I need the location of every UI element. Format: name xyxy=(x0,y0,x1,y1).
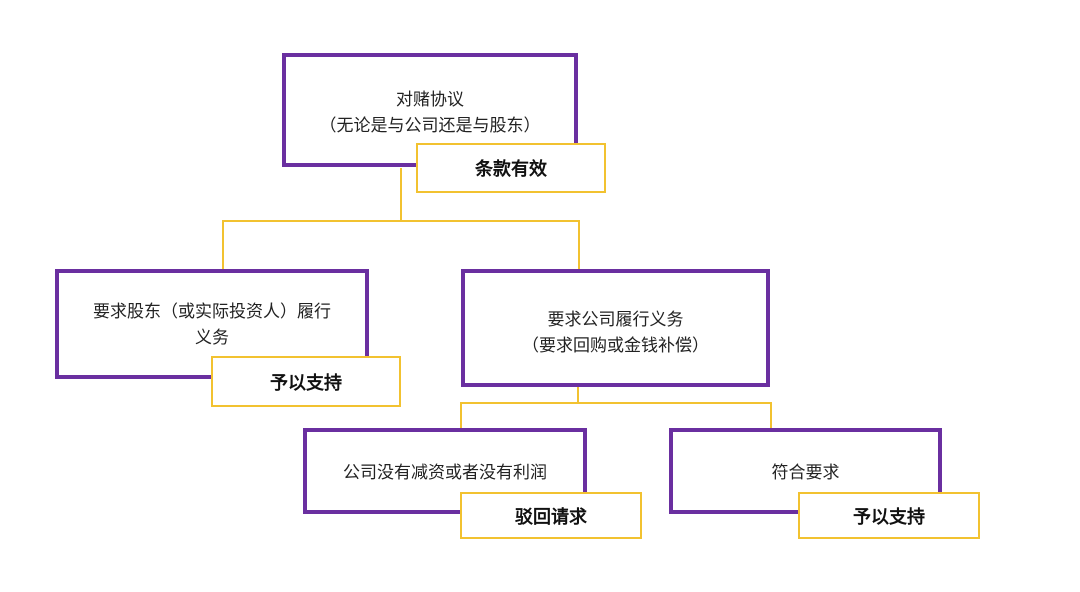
connector-root-down xyxy=(400,168,402,221)
shareholder-verdict-label: 予以支持 xyxy=(270,372,342,394)
connector-right-down xyxy=(577,386,579,403)
connector-root-horizontal xyxy=(222,220,580,222)
shareholder-obligation-line-2: 义务 xyxy=(195,328,229,348)
root-verdict-label: 条款有效 xyxy=(475,159,547,180)
company-obligation-line-2: （要求回购或金钱补偿） xyxy=(522,336,709,356)
connector-to-left-node xyxy=(222,220,224,270)
support-verdict-badge: 予以支持 xyxy=(798,492,980,539)
shareholder-obligation-line-1: 要求股东（或实际投资人）履行 xyxy=(93,302,331,322)
root-node-title: 对赌协议 xyxy=(396,90,464,110)
shareholder-verdict-badge: 予以支持 xyxy=(211,356,401,407)
reject-verdict-badge: 驳回请求 xyxy=(460,492,642,539)
meets-requirements-label: 符合要求 xyxy=(771,463,840,483)
company-obligation-node: 要求公司履行义务 （要求回购或金钱补偿） xyxy=(461,269,770,387)
connector-right-horizontal xyxy=(460,402,772,404)
connector-to-sub-left xyxy=(460,402,462,430)
company-obligation-line-1: 要求公司履行义务 xyxy=(547,310,684,330)
connector-to-right-node xyxy=(578,220,580,270)
shareholder-obligation-node: 要求股东（或实际投资人）履行 义务 xyxy=(55,269,369,379)
no-capital-reduction-label: 公司没有减资或者没有利润 xyxy=(343,463,547,483)
connector-to-sub-right xyxy=(770,402,772,430)
reject-verdict-label: 驳回请求 xyxy=(515,506,587,528)
root-node-subtitle: （无论是与公司还是与股东） xyxy=(319,116,541,136)
support-verdict-label: 予以支持 xyxy=(853,506,925,528)
root-verdict-badge: 条款有效 xyxy=(416,143,606,193)
